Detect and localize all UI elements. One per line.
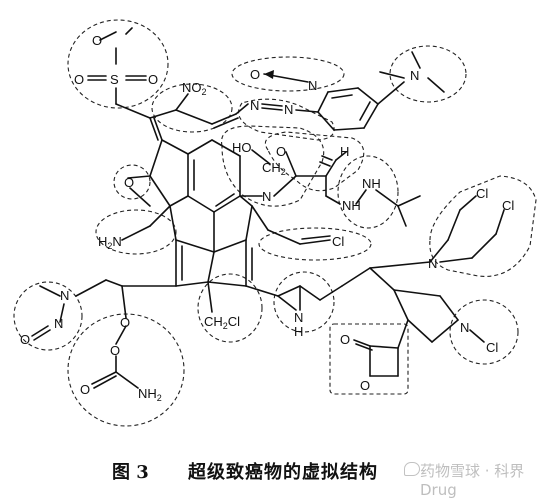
label-chloroamine-n: N xyxy=(460,320,469,335)
atom-labels: O S O O NO2 O N N N N HO CH2 O H O N NH … xyxy=(20,33,514,403)
label-amine: H2N xyxy=(98,234,122,251)
label-aldehyde-h: H xyxy=(340,144,349,159)
label-carbamate-o1: O xyxy=(120,315,130,330)
highlight-azo xyxy=(238,98,335,141)
highlight-vinyl-chloride xyxy=(258,227,372,261)
label-aziridine-n: N xyxy=(294,310,303,325)
highlight-regions xyxy=(13,19,537,427)
highlight-sulfonate xyxy=(67,19,169,109)
caption-title: 超级致癌物的虚拟结构 xyxy=(188,462,378,483)
label-sulfonate-s: S xyxy=(110,72,119,87)
label-mustard-cl1: Cl xyxy=(476,186,488,201)
highlight-chloromethyl xyxy=(197,273,263,343)
highlight-dimethylamine xyxy=(389,45,467,103)
highlight-hydrazine xyxy=(337,155,399,229)
label-mustard-cl2: Cl xyxy=(502,198,514,213)
label-hydroxyl: HO xyxy=(232,140,252,155)
label-carbamate-o3: O xyxy=(80,382,90,397)
label-sulfonate-o-top: O xyxy=(92,33,102,48)
label-lactone-o2: O xyxy=(360,378,370,393)
label-n-oxide-o: O xyxy=(250,67,260,82)
caption-number: 图 3 xyxy=(112,462,149,483)
label-nitrosamine-n1: N xyxy=(60,288,69,303)
bond-skeleton xyxy=(31,27,505,389)
highlight-beta-lactone xyxy=(329,323,409,395)
highlight-chloroamine xyxy=(449,299,519,365)
label-chloroamine-cl: Cl xyxy=(486,340,498,355)
label-hydrazine-n1: NH xyxy=(342,198,361,213)
figure-caption: 图 3 超级致癌物的虚拟结构 药物雪球 · 科界Drug xyxy=(0,452,556,499)
label-epoxide-o: O xyxy=(124,175,134,190)
label-azo-n1: N xyxy=(250,98,259,113)
highlight-aziridine xyxy=(273,271,335,333)
highlight-nitrogen-mustard xyxy=(429,175,537,277)
label-ring-n: N xyxy=(262,189,271,204)
highlight-aldehyde xyxy=(264,131,365,192)
label-pyridine-n: N xyxy=(308,78,317,93)
label-sulfonate-o-left: O xyxy=(74,72,84,87)
label-carbamate-o2: O xyxy=(110,343,120,358)
label-dimethyl-n: N xyxy=(410,68,419,83)
label-hydrazine-n2: NH xyxy=(362,176,381,191)
chat-bubble-icon xyxy=(404,462,420,476)
label-mustard-n: N xyxy=(428,256,437,271)
label-azo-n2: N xyxy=(284,102,293,117)
highlight-amine xyxy=(95,209,177,255)
highlight-nitrosamine xyxy=(13,281,83,351)
label-sulfonate-o-right: O xyxy=(148,72,158,87)
highlight-nitro-alkene xyxy=(151,83,233,133)
label-lactone-o1: O xyxy=(340,332,350,347)
highlight-epoxide xyxy=(113,164,151,200)
chemical-structure-diagram: O S O O NO2 O N N N N HO CH2 O H O N NH … xyxy=(13,19,537,427)
label-vinyl-cl: Cl xyxy=(332,234,344,249)
label-ch2: CH2 xyxy=(262,160,286,177)
label-aziridine-h: H xyxy=(294,324,303,339)
label-aldehyde-o: O xyxy=(276,144,286,159)
label-nitrosamine-o: O xyxy=(20,332,30,347)
highlight-carbamate xyxy=(67,313,185,427)
label-nitrosamine-n2: N xyxy=(54,316,63,331)
highlight-n-oxide xyxy=(231,56,345,92)
label-chloromethyl: CH2Cl xyxy=(204,314,240,331)
label-carbamate-nh2: NH2 xyxy=(138,386,162,403)
watermark: 药物雪球 · 科界Drug xyxy=(420,462,525,499)
label-nitro: NO2 xyxy=(182,80,207,97)
